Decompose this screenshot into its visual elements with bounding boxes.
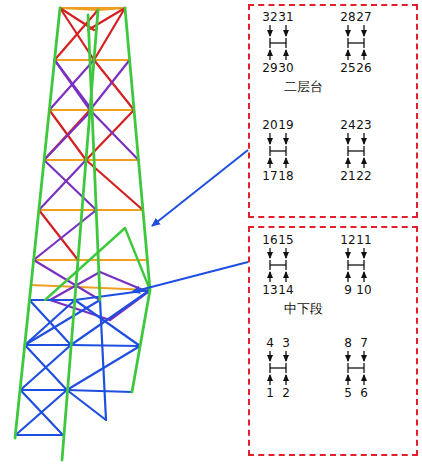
beam-symbol: [270, 42, 286, 43]
callout-number: 6: [360, 387, 368, 399]
load-arrow: [285, 351, 286, 361]
load-arrow: [363, 375, 364, 385]
load-arrow: [363, 272, 364, 282]
load-arrow: [269, 375, 270, 385]
callout-number: 11: [356, 234, 371, 246]
region-label: 二层台: [284, 80, 323, 93]
dashed-region-box: 二层台: [248, 4, 418, 218]
callout-number: 25: [340, 62, 355, 74]
callout-number: 29: [262, 62, 277, 74]
load-arrow: [347, 272, 348, 282]
load-arrow: [269, 50, 270, 60]
load-arrow: [363, 351, 364, 361]
load-arrow: [285, 25, 286, 36]
load-arrow: [347, 248, 348, 258]
callout-number: 28: [340, 11, 355, 23]
callout-number: 22: [356, 170, 371, 182]
callout-number: 9: [344, 284, 352, 296]
beam-symbol: [348, 42, 364, 43]
callout-number: 30: [278, 62, 293, 74]
callout-number: 8: [344, 337, 352, 349]
callout-number: 31: [278, 11, 293, 23]
callout-number: 19: [278, 119, 293, 131]
beam-symbol: [270, 150, 286, 151]
load-arrow: [269, 133, 270, 144]
region-label: 中下段: [284, 302, 323, 315]
load-arrow: [347, 375, 348, 385]
callout-number: 32: [262, 11, 277, 23]
load-arrow: [269, 351, 270, 361]
load-arrow: [347, 50, 348, 60]
callout-number: 14: [278, 284, 293, 296]
load-arrow: [363, 25, 364, 36]
callout-number: 21: [340, 170, 355, 182]
callout-number: 12: [340, 234, 355, 246]
callout-number: 18: [278, 170, 293, 182]
beam-symbol: [270, 367, 286, 368]
load-arrow: [347, 25, 348, 36]
callout-number: 24: [340, 119, 355, 131]
load-arrow: [363, 133, 364, 144]
load-arrow: [363, 50, 364, 60]
callout-number: 1: [266, 387, 274, 399]
load-arrow: [269, 248, 270, 258]
callout-number: 26: [356, 62, 371, 74]
callout-number: 15: [278, 234, 293, 246]
load-arrow: [285, 133, 286, 144]
callout-number: 16: [262, 234, 277, 246]
load-arrow: [363, 248, 364, 258]
callout-number: 10: [356, 284, 371, 296]
load-arrow: [285, 50, 286, 60]
callout-number: 23: [356, 119, 371, 131]
load-arrow: [347, 133, 348, 144]
callout-number: 7: [360, 337, 368, 349]
callout-number: 2: [282, 387, 290, 399]
beam-symbol: [348, 367, 364, 368]
load-arrow: [269, 25, 270, 36]
callout-number: 5: [344, 387, 352, 399]
callout-number: 20: [262, 119, 277, 131]
callout-number: 4: [266, 337, 274, 349]
load-arrow: [269, 158, 270, 168]
beam-symbol: [348, 150, 364, 151]
load-arrow: [285, 248, 286, 258]
callout-number: 13: [262, 284, 277, 296]
load-arrow: [347, 158, 348, 168]
beam-symbol: [348, 264, 364, 265]
load-arrow: [347, 351, 348, 361]
callout-number: 17: [262, 170, 277, 182]
callout-number: 27: [356, 11, 371, 23]
load-arrow: [285, 272, 286, 282]
callout-number: 3: [282, 337, 290, 349]
load-arrow: [269, 272, 270, 282]
load-arrow: [285, 158, 286, 168]
beam-symbol: [270, 264, 286, 265]
load-arrow: [363, 158, 364, 168]
load-arrow: [285, 375, 286, 385]
